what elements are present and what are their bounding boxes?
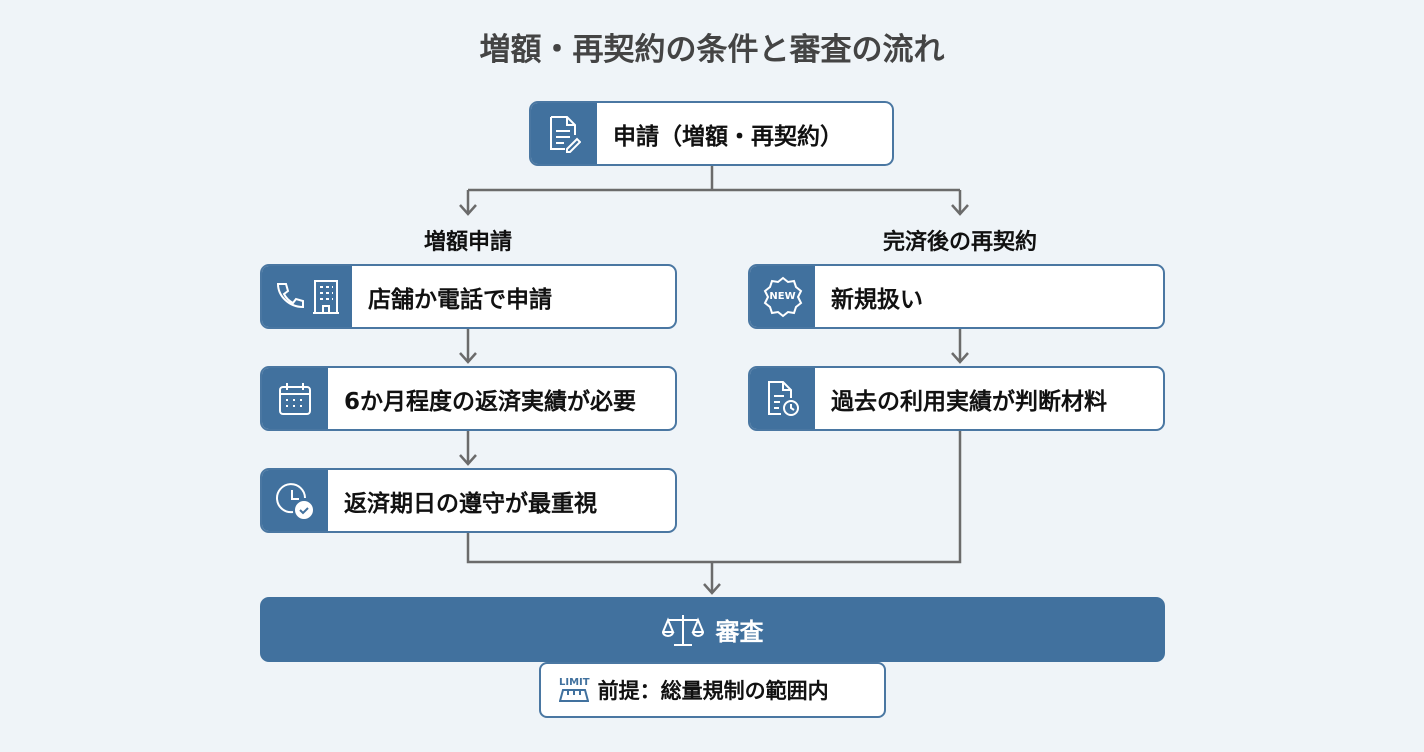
limit-text: LIMIT bbox=[559, 677, 590, 688]
left-step-2-label: 6か月程度の返済実績が必要 bbox=[344, 388, 637, 415]
document-edit-icon bbox=[531, 103, 597, 164]
page-title: 増額・再契約の条件と審査の流れ bbox=[479, 32, 945, 68]
left-heading: 増額申請 bbox=[423, 230, 513, 255]
left-step-3-label: 返済期日の遵守が最重視 bbox=[344, 490, 597, 517]
apply-label: 申請（増額・再契約） bbox=[613, 123, 843, 150]
limit-ruler-icon: LIMIT bbox=[559, 678, 590, 702]
scale-icon bbox=[661, 614, 704, 646]
new-badge-icon: NEW bbox=[750, 266, 815, 327]
premise-note: LIMIT 前提：総量規制の範囲内 bbox=[539, 662, 886, 718]
premise-label: 前提：総量規制の範囲内 bbox=[597, 679, 829, 703]
apply-box: 申請（増額・再契約） bbox=[529, 101, 894, 166]
right-step-2: 過去の利用実績が判断材料 bbox=[748, 366, 1165, 431]
clock-check-icon bbox=[262, 470, 328, 531]
review-label: 審査 bbox=[715, 618, 764, 646]
left-step-2: 6か月程度の返済実績が必要 bbox=[260, 366, 677, 431]
right-step-1: NEW 新規扱い bbox=[748, 264, 1165, 329]
left-step-3: 返済期日の遵守が最重視 bbox=[260, 468, 677, 533]
phone-building-icon bbox=[262, 266, 352, 327]
new-badge-text: NEW bbox=[769, 291, 796, 302]
right-heading: 完済後の再契約 bbox=[882, 230, 1038, 255]
right-step-2-label: 過去の利用実績が判断材料 bbox=[831, 388, 1107, 415]
left-step-1-label: 店舗か電話で申請 bbox=[368, 286, 552, 313]
left-step-1: 店舗か電話で申請 bbox=[260, 264, 677, 329]
document-history-icon bbox=[750, 368, 815, 429]
review-bar: 審査 bbox=[260, 597, 1165, 662]
right-step-1-label: 新規扱い bbox=[831, 286, 923, 313]
calendar-icon bbox=[262, 368, 328, 429]
